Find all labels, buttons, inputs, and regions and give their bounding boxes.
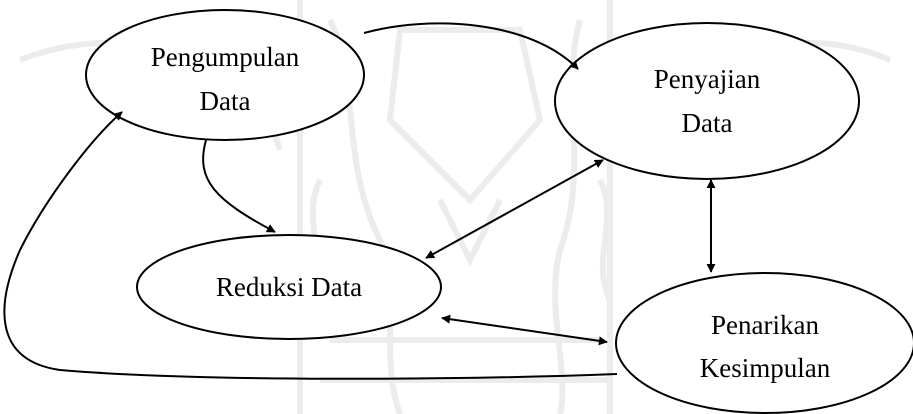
edge-pengumpulan-to-reduksi	[202, 139, 276, 233]
node-reduksi-data	[136, 234, 442, 340]
node-pengumpulan-data	[85, 9, 365, 141]
pengumpulan-label-line2: Data	[200, 86, 251, 116]
edge-reduksi-penyajian	[425, 159, 604, 259]
edge-penarikan-to-pengumpulan	[3, 111, 618, 380]
node-penarikan-kesimpulan	[615, 272, 913, 414]
penyajian-label-line1: Penyajian	[654, 64, 761, 94]
pengumpulan-label-line1: Pengumpulan	[151, 42, 300, 72]
penarikan-label-line1: Penarikan	[711, 310, 819, 340]
penarikan-label-line2: Kesimpulan	[700, 353, 831, 383]
edge-pengumpulan-to-penyajian	[363, 22, 579, 70]
node-penyajian-data	[554, 22, 860, 180]
edge-reduksi-penarikan	[441, 314, 608, 346]
penyajian-label-line2: Data	[682, 108, 733, 138]
reduksi-label: Reduksi Data	[216, 272, 362, 302]
